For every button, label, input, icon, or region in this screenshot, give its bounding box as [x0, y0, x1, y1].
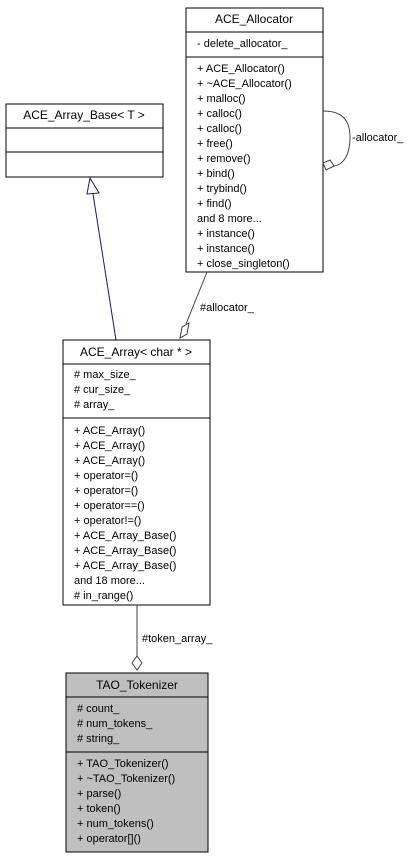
method: + ACE_Array()	[74, 440, 145, 452]
attribute: # string_	[77, 733, 120, 745]
method: + calloc()	[197, 123, 242, 135]
class-ace-array-base[interactable]: ACE_Array_Base< T >	[5, 103, 164, 178]
class-title: ACE_Allocator	[215, 12, 293, 26]
edge-label: #allocator_	[200, 302, 255, 314]
class-title: TAO_Tokenizer	[96, 678, 178, 692]
method: + close_singleton()	[197, 258, 290, 270]
class-box	[65, 672, 209, 853]
class-tao-tokenizer[interactable]: TAO_Tokenizer # count_ # num_tokens_ # s…	[65, 672, 209, 853]
method: + ACE_Array_Base()	[74, 530, 176, 542]
method: + remove()	[197, 153, 251, 165]
method: + ACE_Allocator()	[197, 63, 285, 75]
attribute: # max_size_	[74, 369, 137, 381]
method: + trybind()	[197, 183, 247, 195]
class-ace-array[interactable]: ACE_Array< char * > # max_size_ # cur_si…	[62, 339, 211, 606]
method: + ~TAO_Tokenizer()	[77, 773, 175, 785]
method: + ACE_Array_Base()	[74, 560, 176, 572]
attribute: - delete_allocator_	[197, 38, 288, 50]
method: + instance()	[197, 228, 255, 240]
edge-label: #token_array_	[142, 633, 213, 645]
method: + token()	[77, 803, 121, 815]
method: + ACE_Array_Base()	[74, 545, 176, 557]
edge-allocator: #allocator_	[179, 271, 255, 339]
class-title: ACE_Array< char * >	[80, 345, 192, 359]
edge-line	[92, 193, 117, 341]
method: # in_range()	[74, 590, 133, 602]
edge-label: -allocator_	[352, 132, 404, 144]
class-box	[5, 103, 164, 178]
inheritance-arrow	[86, 176, 100, 195]
method: and 18 more...	[74, 575, 145, 587]
class-ace-allocator[interactable]: ACE_Allocator - delete_allocator_ + ACE_…	[185, 7, 324, 273]
method: + ~ACE_Allocator()	[197, 78, 292, 90]
method: + TAO_Tokenizer()	[77, 758, 169, 770]
method: + operator=()	[74, 470, 138, 482]
method: and 8 more...	[197, 213, 262, 225]
method: + find()	[197, 198, 232, 210]
method: + free()	[197, 138, 233, 150]
method: + operator[]()	[77, 833, 141, 845]
edge-token-array: #token_array_	[131, 605, 213, 671]
edge-self-allocator: -allocator_	[322, 110, 404, 171]
aggregation-diamond	[131, 655, 143, 671]
method: + bind()	[197, 168, 235, 180]
method: + parse()	[77, 788, 121, 800]
attribute: # count_	[77, 703, 120, 715]
method: + malloc()	[197, 93, 246, 105]
class-box	[62, 339, 211, 606]
method: + calloc()	[197, 108, 242, 120]
class-title: ACE_Array_Base< T >	[23, 108, 145, 122]
method: + instance()	[197, 243, 255, 255]
class-box	[185, 7, 324, 273]
method: + operator==()	[74, 500, 145, 512]
method: + ACE_Array()	[74, 455, 145, 467]
attribute: # array_	[74, 399, 115, 411]
edge-line	[322, 110, 351, 167]
edge-inheritance	[86, 176, 117, 341]
attribute: # cur_size_	[74, 384, 131, 396]
edge-line	[185, 271, 208, 325]
method: + operator=()	[74, 485, 138, 497]
aggregation-diamond	[322, 159, 335, 171]
method: + num_tokens()	[77, 818, 154, 830]
aggregation-diamond	[179, 322, 190, 339]
method: + ACE_Array()	[74, 425, 145, 437]
method: + operator!=()	[74, 515, 141, 527]
attribute: # num_tokens_	[77, 718, 153, 730]
